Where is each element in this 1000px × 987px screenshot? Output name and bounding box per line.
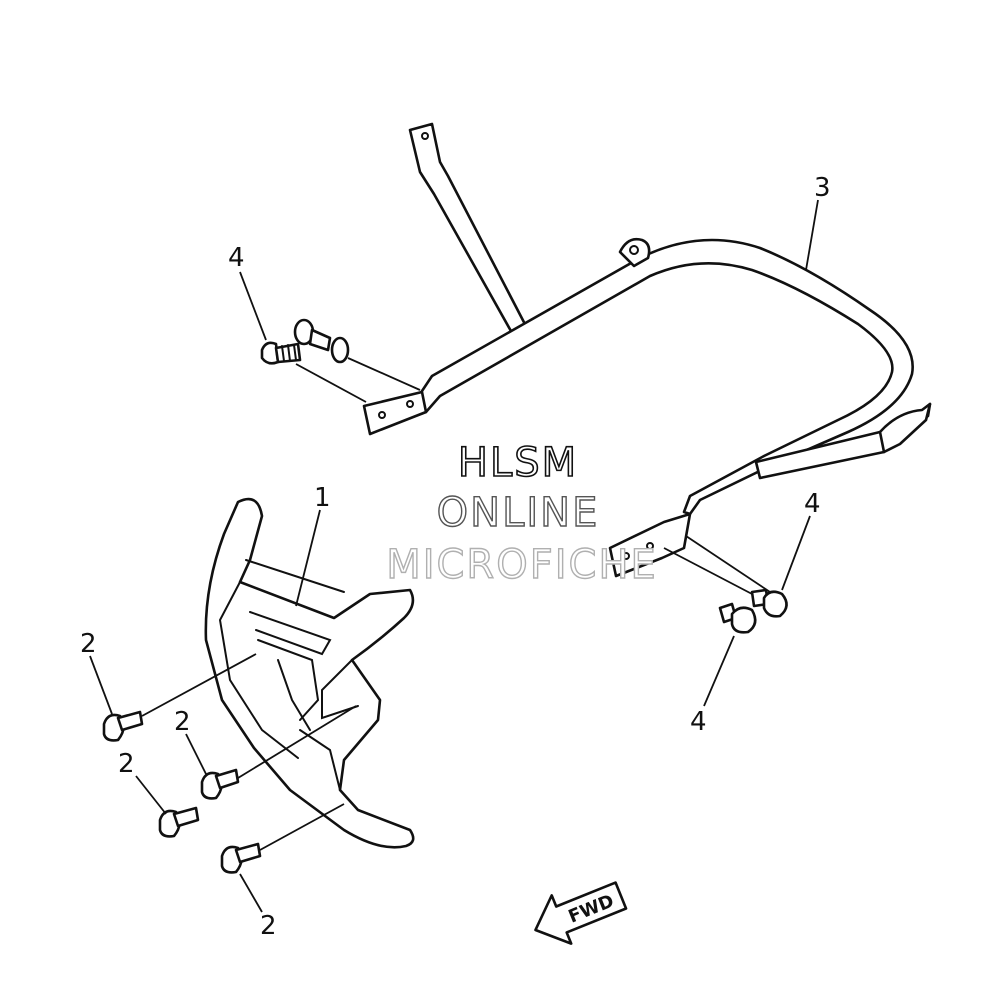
watermark-line-1: HLSM xyxy=(458,440,578,486)
watermark-line-2: ONLINE xyxy=(437,490,600,536)
callout-leaders xyxy=(89,199,819,913)
bolt-set-upper-left xyxy=(260,318,421,403)
callout-4c: 4 xyxy=(690,707,707,737)
callout-4b: 4 xyxy=(804,489,821,519)
callout-2c: 2 xyxy=(118,749,135,779)
bolt-2b xyxy=(200,705,357,800)
bolt-set-lower-right xyxy=(663,535,788,634)
watermark: HLSM ONLINE MICROFICHE xyxy=(385,439,658,589)
watermark-line-3: MICROFICHE xyxy=(386,542,658,588)
bolt-2d xyxy=(220,803,345,874)
guard-bar-part-3 xyxy=(362,122,932,578)
front-cover-part-1 xyxy=(204,497,415,849)
callout-2d: 2 xyxy=(260,911,277,941)
callout-4a: 4 xyxy=(228,243,245,273)
callout-1: 1 xyxy=(314,483,331,513)
callout-2a: 2 xyxy=(80,629,97,659)
callout-2b: 2 xyxy=(174,707,191,737)
bolt-2a xyxy=(102,653,257,742)
bolt-2c xyxy=(158,806,200,838)
forward-direction-arrow: FWD xyxy=(534,881,628,945)
callout-3: 3 xyxy=(814,173,831,203)
bolts-part-2 xyxy=(102,653,357,874)
